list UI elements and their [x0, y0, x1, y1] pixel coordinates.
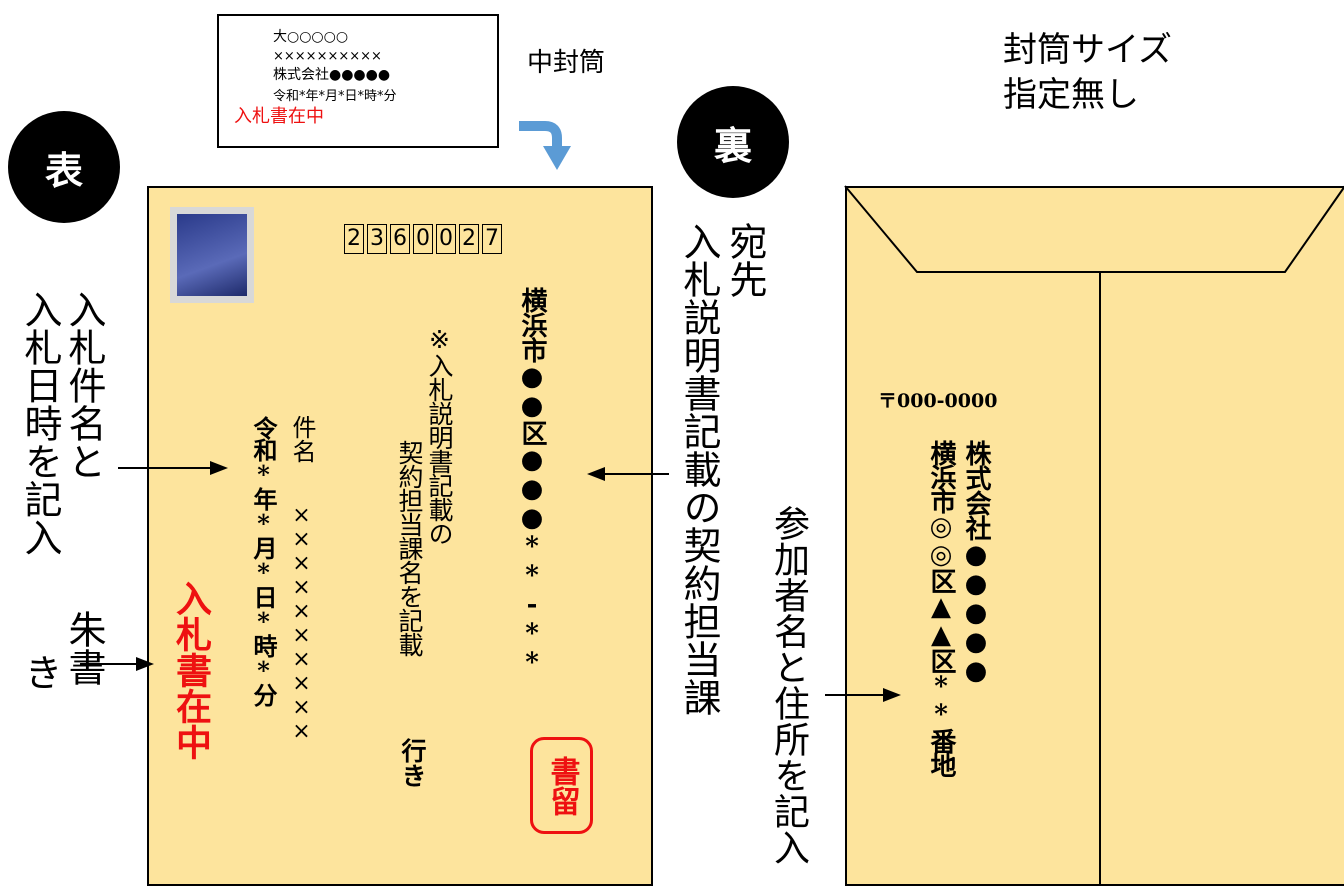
inner-envelope-red-text: 入札書在中	[234, 106, 324, 127]
inner-envelope-box: 大○○○○○ ×××××××××× 株式会社●●●●● 令和*年*月*日*時*分…	[217, 14, 499, 148]
back-envelope	[845, 186, 1344, 886]
department-note-line1: ※入札説明書記載の	[425, 325, 454, 545]
postal-digit: 0	[436, 224, 456, 254]
postal-digit: 2	[459, 224, 479, 254]
stamp-image	[177, 214, 247, 296]
postal-digit: 2	[344, 224, 364, 254]
arrow-right-icon	[825, 688, 901, 702]
subject-label: 件名	[288, 415, 316, 463]
bid-datetime: 令和*年*月*日*時*分	[249, 416, 278, 705]
annotation-red-line2: き	[18, 653, 62, 691]
size-note-line: 指定無し	[1003, 75, 1139, 115]
postal-digit: 0	[413, 224, 433, 254]
inner-envelope-label: 中封筒	[527, 48, 606, 78]
sender-company: 株式会社●●●●●	[961, 440, 991, 685]
postal-digit: 6	[390, 224, 410, 254]
inner-envelope-line: 令和*年*月*日*時*分	[273, 89, 397, 104]
postal-digit: 7	[482, 224, 502, 254]
red-bid-enclosed-text: 入札書在中	[170, 580, 212, 760]
subject-value: ××××××××××	[289, 503, 314, 743]
blue-arrow-icon	[519, 121, 571, 170]
annotation-red-line1: 朱書	[62, 610, 106, 686]
front-side-badge: 表	[8, 111, 120, 223]
postal-code-boxes: 2 3 6 0 0 2 7	[344, 224, 502, 254]
department-note-line2: 契約担当課名を記載	[395, 440, 424, 656]
postal-digit: 3	[367, 224, 387, 254]
ikisaki-text: 行き	[398, 738, 427, 788]
annotation-destination-line2: 入札説明書記載の契約担当課	[677, 222, 721, 716]
arrow-left-icon	[587, 467, 669, 481]
size-note-line: 封筒サイズ	[1003, 30, 1172, 70]
sender-address: 横浜市◎◎区▲▲区**番地	[926, 440, 956, 776]
sender-postal-code: 〒000-0000	[878, 390, 998, 412]
recipient-address: 横浜市●●区●●●**-**	[517, 287, 547, 677]
back-side-badge: 裏	[677, 86, 789, 198]
annotation-sender: 参加者名と住所を記入	[768, 505, 809, 865]
annotation-subject-line2: 入札日時を記入	[18, 290, 62, 556]
arrow-right-icon	[118, 461, 228, 475]
inner-envelope-line: 大○○○○○	[273, 29, 349, 45]
annotation-destination-line1: 宛先	[723, 222, 767, 298]
envelope-flap	[844, 185, 1344, 886]
registered-mail-stamp: 書留	[530, 737, 593, 834]
envelope-size-note: 封筒サイズ 指定無し	[1003, 28, 1172, 118]
arrow-right-icon	[80, 657, 154, 671]
inner-envelope-line: 株式会社●●●●●	[273, 67, 391, 83]
annotation-subject-line1: 入札件名と	[62, 290, 106, 480]
inner-envelope-line: ××××××××××	[273, 49, 382, 64]
